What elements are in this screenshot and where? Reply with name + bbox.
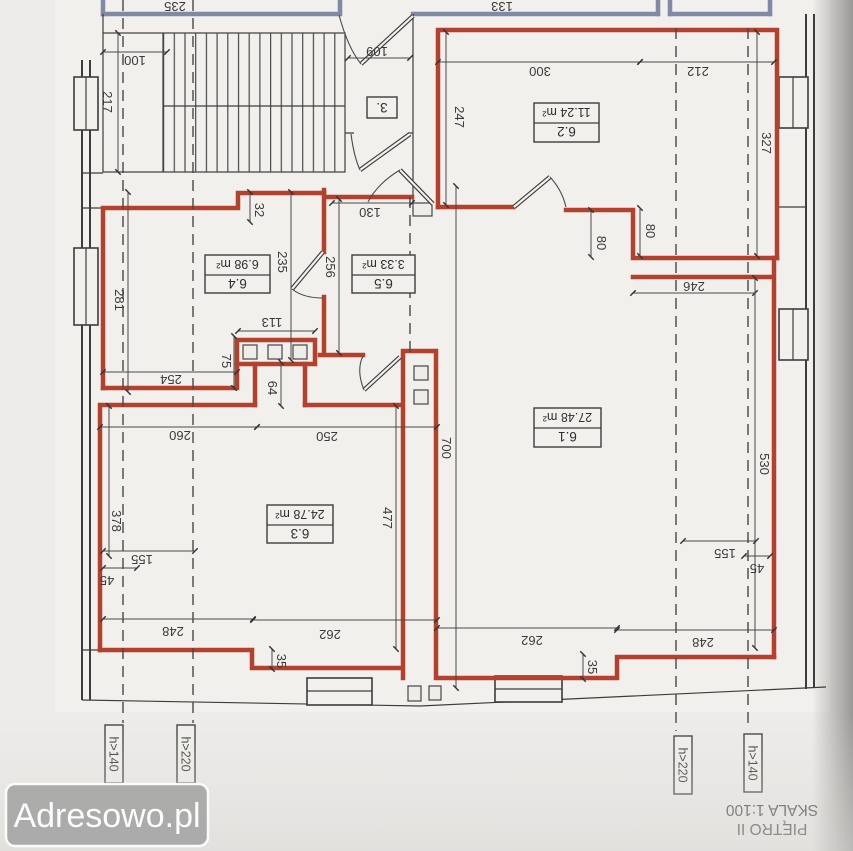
dim-stair-door: 109 <box>366 44 388 59</box>
room-number: 6.5 <box>374 276 393 291</box>
dim-45-left: 45 <box>100 573 114 588</box>
dim-256: 256 <box>323 256 338 278</box>
room-area: 27.48 m² <box>543 410 592 424</box>
room-area: 11.24 m² <box>542 105 590 119</box>
shaft-square <box>428 685 442 701</box>
dim-stair-width: 100 <box>124 53 146 68</box>
stair-treads <box>163 33 345 172</box>
room-area: 3.33 m² <box>362 257 404 271</box>
room-label-6-3: 6.3 24.78 m² <box>266 504 334 544</box>
staircase-number: 3. <box>376 100 387 115</box>
room-label-6-5: 6.5 3.33 m² <box>351 254 416 294</box>
dim-80-a: 80 <box>594 236 609 250</box>
room-number: 6.3 <box>291 526 310 541</box>
dim-130: 130 <box>359 205 381 220</box>
dim-254: 254 <box>160 372 182 387</box>
door-arc <box>359 355 365 391</box>
door-arc <box>549 176 567 208</box>
room-label-6-4: 6.4 6.98 m² <box>204 254 271 294</box>
room-number: 6.2 <box>557 124 576 139</box>
dim-260: 260 <box>169 428 191 443</box>
dim-477: 477 <box>380 507 395 529</box>
dim-246: 246 <box>683 279 705 294</box>
dim-327: 327 <box>759 132 774 154</box>
room-label-6-2: 6.2 11.24 m² <box>533 102 600 143</box>
dim-530: 530 <box>757 453 772 475</box>
dim-247: 247 <box>452 106 467 128</box>
dimension-lines <box>96 28 778 692</box>
dim-35-br: 35 <box>585 660 600 674</box>
dim-248-br: 248 <box>692 635 714 650</box>
wall-niche <box>292 344 308 360</box>
dim-45-right: 45 <box>750 561 764 576</box>
dim-top-left: 235 <box>164 0 186 14</box>
dim-75: 75 <box>219 354 234 368</box>
staircase-label-box: 3. <box>366 96 398 119</box>
wall-niche <box>242 344 258 360</box>
room-area: 6.98 m² <box>216 257 258 271</box>
windows <box>73 76 809 706</box>
room-label-6-1: 6.1 27.48 m² <box>533 407 602 448</box>
dim-64: 64 <box>265 381 280 395</box>
apartment-walls <box>97 27 780 681</box>
photo-edge-shadow <box>812 0 853 851</box>
wall-niche <box>267 344 283 360</box>
dim-113: 113 <box>262 315 283 330</box>
dim-155-left: 155 <box>131 552 153 567</box>
room-area: 24.78 m² <box>275 507 324 521</box>
neighbor-walls <box>100 0 773 17</box>
watermark-text: Adresowo.pl <box>13 797 200 835</box>
dim-top-mid: 133 <box>491 0 513 14</box>
dim-80-b: 80 <box>643 224 658 238</box>
dim-stair-length: 217 <box>100 91 115 113</box>
dim-300: 300 <box>529 64 551 79</box>
watermark-box <box>4 782 210 848</box>
dim-250: 250 <box>316 429 338 444</box>
dim-262-bl: 262 <box>319 627 341 642</box>
dimension-labels: 235 133 100 217 109 300 212 247 327 80 8… <box>100 0 774 674</box>
dim-378: 378 <box>109 510 124 532</box>
wall-opening <box>412 202 433 217</box>
dim-32: 32 <box>252 203 267 217</box>
room-labels: 6.1 27.48 m² 6.2 11.24 m² 6.3 24.78 m² 6… <box>204 96 602 544</box>
room-number: 6.4 <box>228 276 247 291</box>
dim-248-bl: 248 <box>162 624 184 639</box>
dim-235: 235 <box>275 251 290 273</box>
dim-281: 281 <box>112 289 127 311</box>
room-number: 6.1 <box>558 429 577 444</box>
dim-155-right: 155 <box>714 546 736 561</box>
wall-niche <box>413 365 429 381</box>
dim-700: 700 <box>439 437 454 459</box>
dim-212: 212 <box>687 64 709 79</box>
dim-35-bl: 35 <box>274 654 289 668</box>
door-arc <box>350 133 361 171</box>
watermark: Adresowo.pl <box>4 782 210 848</box>
door-arc <box>367 169 401 203</box>
dim-262-br: 262 <box>521 633 543 648</box>
shaft-square <box>407 685 422 702</box>
wall-niche <box>413 389 429 405</box>
